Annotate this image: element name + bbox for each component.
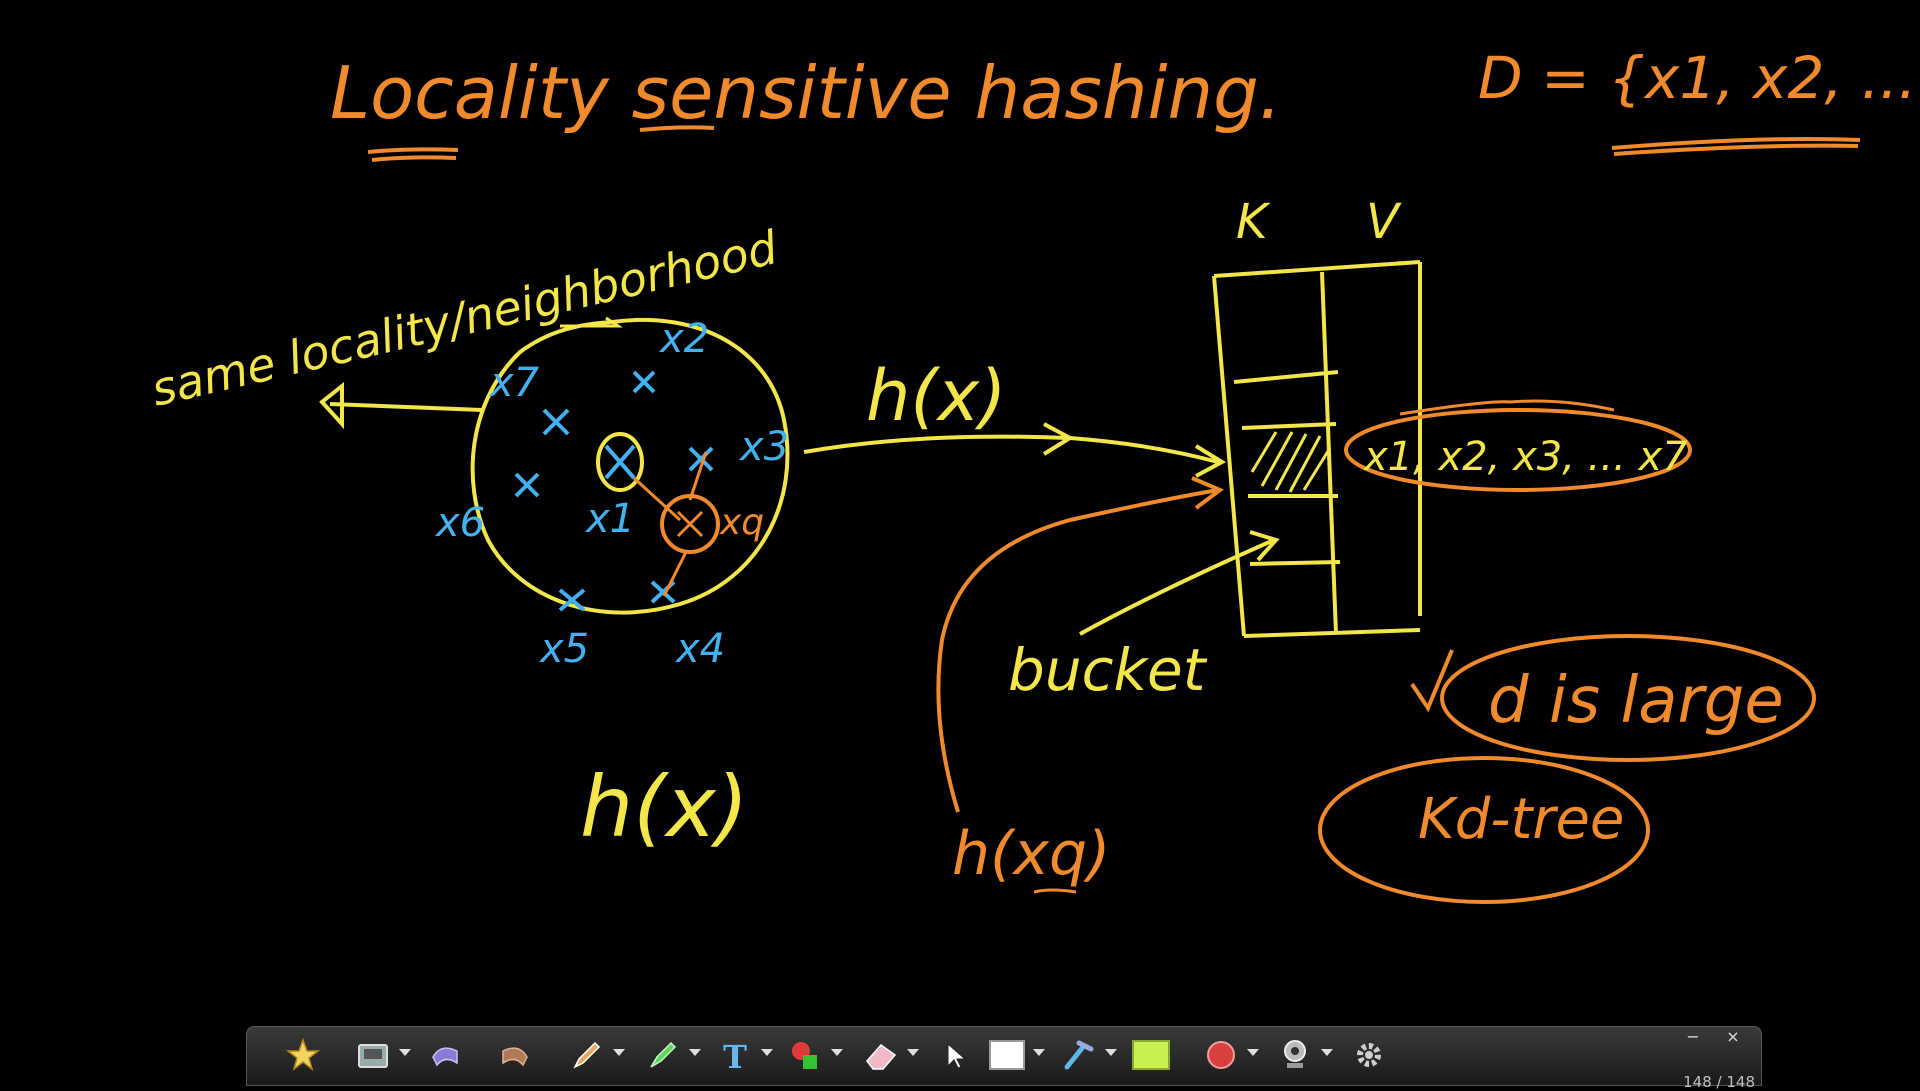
table-value-header: V: [1366, 194, 1402, 250]
webcam-button[interactable]: [1273, 1035, 1317, 1079]
bucket-arrow: [1079, 530, 1280, 636]
undo-button[interactable]: [423, 1035, 467, 1079]
chevron-down-icon[interactable]: [1033, 1049, 1045, 1056]
highlighter-icon: [645, 1037, 681, 1077]
chevron-down-icon[interactable]: [761, 1049, 773, 1056]
highlight-tool-button[interactable]: [281, 1035, 325, 1079]
webcam-icon: [1277, 1037, 1313, 1077]
title-text: Locality sensitive hashing.: [330, 51, 1282, 135]
bucket-contents-brace: [1399, 399, 1615, 416]
hash-query-text: h(xq): [952, 819, 1110, 889]
bucket-contents-text: x1, x2, x3, ... x7: [1362, 434, 1688, 480]
hash-query-arrow: [936, 476, 1224, 813]
record-icon: [1203, 1037, 1239, 1077]
hash-arrow-2: [1069, 436, 1227, 478]
chevron-down-icon[interactable]: [907, 1049, 919, 1056]
shapes-button[interactable]: [783, 1035, 827, 1079]
point-x7-mark: [542, 408, 570, 436]
hash-function-text: h(x): [580, 758, 749, 856]
fill-color-icon: [1131, 1039, 1171, 1075]
close-button[interactable]: ×: [1726, 1027, 1740, 1046]
clear-tool-icon: [1061, 1037, 1097, 1077]
d-large-text: d is large: [1488, 664, 1784, 738]
point-x2-mark: [632, 370, 656, 394]
pen-icon: [569, 1037, 605, 1077]
xq-to-x4-line: [662, 551, 688, 597]
clear-tool-button[interactable]: [1057, 1035, 1101, 1079]
chevron-down-icon[interactable]: [831, 1049, 843, 1056]
minimize-button[interactable]: −: [1686, 1027, 1700, 1046]
fill-color-button[interactable]: [1129, 1035, 1173, 1079]
label-x6: x6: [434, 500, 485, 546]
page-counter: 148 / 148: [1683, 1073, 1755, 1091]
highlighter-button[interactable]: [641, 1035, 685, 1079]
text-tool-glyph: T: [723, 1038, 747, 1076]
point-x1-mark: [604, 444, 636, 480]
eraser-icon: [863, 1037, 899, 1077]
bucket-label: bucket: [1008, 636, 1208, 704]
xq-mark: [676, 510, 704, 538]
xq-to-x3-line: [688, 451, 708, 501]
chevron-down-icon[interactable]: [399, 1049, 411, 1056]
hash-arrow-label: h(x): [866, 355, 1006, 437]
annotation-toolbar: T − × 148 / 148: [246, 1026, 1762, 1091]
screen-capture-icon: [355, 1037, 391, 1077]
title-underline-1: [367, 147, 459, 162]
x1-circle: [596, 432, 644, 492]
chevron-down-icon[interactable]: [1105, 1049, 1117, 1056]
shapes-icon: [787, 1037, 823, 1077]
point-x5-mark: [558, 588, 586, 612]
bucket-hatch: [1250, 431, 1332, 493]
chevron-down-icon[interactable]: [689, 1049, 701, 1056]
neighborhood-circle: [470, 317, 790, 615]
dataset-text: D = {x1, x2, ... xn}: [1478, 44, 1920, 112]
settings-gear-button[interactable]: [1347, 1035, 1391, 1079]
circle-top-arrow: [560, 316, 623, 328]
label-x5: x5: [538, 626, 589, 672]
settings-gear-icon: [1351, 1037, 1387, 1077]
point-x3-mark: [688, 446, 714, 472]
pointer-button[interactable]: [933, 1035, 977, 1079]
screen-capture-button[interactable]: [351, 1035, 395, 1079]
title-underline-2: [639, 125, 715, 132]
redo-button[interactable]: [493, 1035, 537, 1079]
hash-table: [1212, 260, 1422, 638]
check-mark: [1410, 649, 1454, 713]
label-x2: x2: [658, 316, 709, 362]
label-x7: x7: [488, 360, 540, 406]
d-large-ellipse: [1440, 634, 1816, 762]
pointer-icon: [940, 1040, 970, 1074]
chevron-down-icon[interactable]: [613, 1049, 625, 1056]
kd-tree-ellipse: [1318, 756, 1650, 904]
kd-tree-text: Kd-tree: [1418, 787, 1624, 852]
bucket-contents-ellipse: [1344, 408, 1692, 492]
dataset-underline: [1611, 137, 1861, 156]
record-button[interactable]: [1199, 1035, 1243, 1079]
highlight-tool-icon: [285, 1037, 321, 1077]
x1-to-xq-line: [632, 476, 682, 522]
table-key-header: K: [1236, 194, 1271, 250]
chevron-down-icon[interactable]: [1321, 1049, 1333, 1056]
data-points: [514, 370, 714, 612]
label-x1: x1: [584, 496, 635, 542]
hash-query-underline: [1033, 888, 1077, 894]
locality-arrow: [319, 381, 483, 430]
whiteboard-icon: [987, 1038, 1027, 1076]
redo-icon: [497, 1037, 533, 1077]
chevron-down-icon[interactable]: [1247, 1049, 1259, 1056]
text-tool-button[interactable]: T: [713, 1035, 757, 1079]
point-x6-mark: [514, 472, 540, 498]
text-tool-icon: T: [723, 1038, 747, 1076]
whiteboard-button[interactable]: [985, 1035, 1029, 1079]
label-x3: x3: [738, 424, 789, 470]
undo-icon: [427, 1037, 463, 1077]
pen-button[interactable]: [565, 1035, 609, 1079]
eraser-button[interactable]: [859, 1035, 903, 1079]
label-x4: x4: [674, 626, 725, 672]
label-xq: xq: [719, 502, 764, 543]
